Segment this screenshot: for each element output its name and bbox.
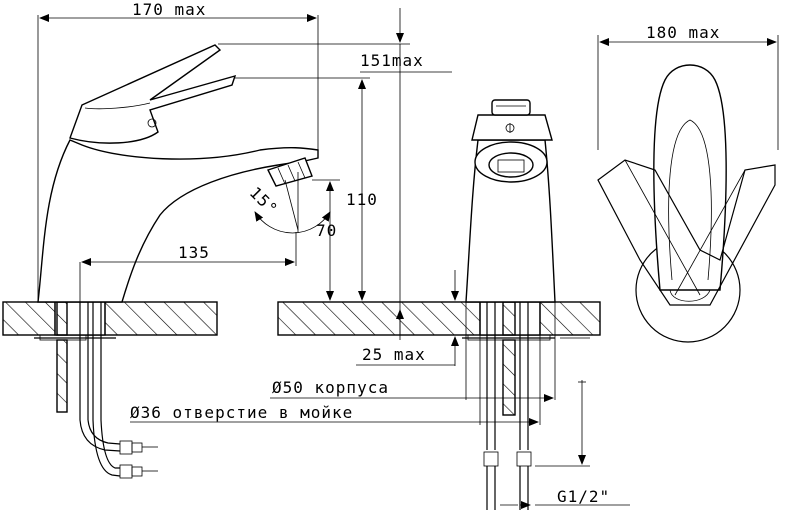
- lever-front: [491, 99, 531, 116]
- hose-lower: [92, 419, 121, 477]
- dim-body-diameter: Ø50 корпуса: [272, 378, 389, 397]
- lever-outline-top: [597, 159, 776, 306]
- aerator: [267, 157, 313, 187]
- countertop-left: [2, 301, 218, 336]
- dim-70: 70: [316, 221, 337, 240]
- hose-fitting-lower: [119, 464, 133, 479]
- side-view: 170 max 151max 110 70 15° 135: [2, 0, 452, 479]
- dim-170-max: 170 max: [132, 0, 206, 19]
- dim-151-max: 151max: [360, 51, 424, 70]
- dim-angle-15: 15°: [246, 183, 282, 219]
- hose-fitting-upper: [119, 440, 133, 455]
- hose-upper: [79, 419, 121, 452]
- dim-25-max: 25 max: [362, 345, 426, 364]
- faucet-lever: [69, 44, 237, 144]
- dim-180-max: 180 max: [646, 23, 720, 42]
- mounting-stud: [56, 301, 68, 336]
- supply-fitting-right: [516, 451, 532, 467]
- dim-thread: G1/2": [557, 487, 610, 506]
- countertop-right: [277, 301, 601, 336]
- body-outline-top: [653, 64, 727, 291]
- dim-135: 135: [178, 243, 210, 262]
- top-view: 180 max: [597, 23, 779, 343]
- dim-hole-diameter: Ø36 отверстие в мойке: [130, 403, 353, 422]
- front-view: 25 max Ø50 корпуса Ø36 отверстие в мойке…: [130, 99, 630, 510]
- mounting-stud-front: [502, 339, 516, 416]
- supply-fitting-left: [483, 451, 499, 467]
- dim-110: 110: [346, 190, 378, 209]
